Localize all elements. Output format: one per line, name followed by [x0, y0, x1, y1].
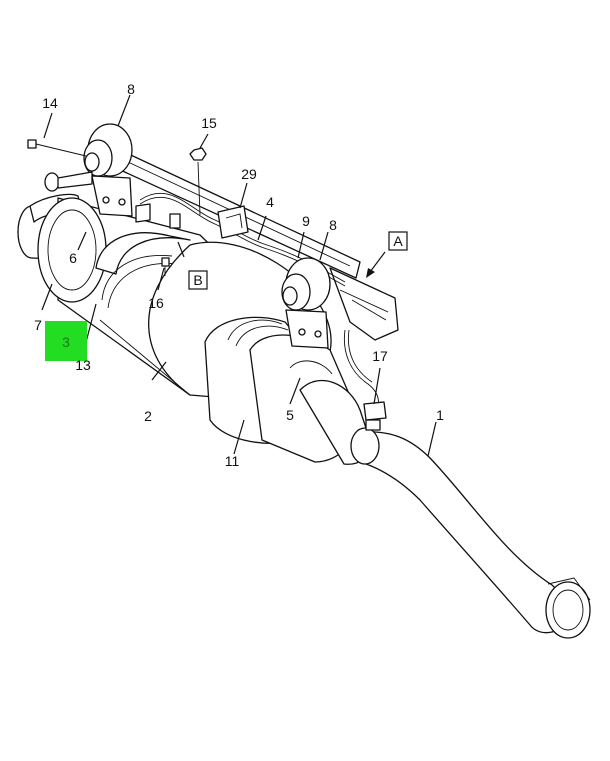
callout-8-front[interactable]: 8: [329, 217, 337, 233]
screw-16: [161, 257, 170, 276]
callout-15[interactable]: 15: [201, 115, 217, 131]
callout-16[interactable]: 16: [148, 295, 164, 311]
bolt-14: [27, 139, 87, 157]
isolator-mount-front: [281, 257, 331, 349]
callout-6[interactable]: 6: [69, 250, 77, 266]
outlet-tailpipe: [350, 427, 591, 639]
callout-11[interactable]: 11: [225, 453, 240, 469]
callout-4[interactable]: 4: [266, 194, 274, 210]
highlight-item-3[interactable]: [45, 321, 87, 361]
callout-29[interactable]: 29: [241, 166, 257, 182]
callout-5[interactable]: 5: [286, 407, 294, 423]
callout-7[interactable]: 7: [34, 317, 42, 333]
clip-29: [217, 205, 249, 239]
sensor-rear: [135, 203, 181, 229]
callout-14[interactable]: 14: [42, 95, 58, 111]
stud-hardware: [44, 171, 93, 192]
callout-labels: 1 2 3 4 5 6 7 8 8 9 11 13 14 15 16 17 29: [34, 81, 444, 469]
callout-8-rear[interactable]: 8: [127, 81, 135, 97]
view-b-box[interactable]: B: [188, 270, 208, 290]
callout-3[interactable]: 3: [62, 334, 70, 350]
nut-15: [189, 147, 207, 216]
isolator-mount-rear: [83, 123, 133, 217]
callout-17[interactable]: 17: [372, 348, 388, 364]
view-b-label: B: [193, 272, 202, 288]
view-a-box[interactable]: A: [388, 231, 408, 251]
view-a-label: A: [393, 233, 403, 249]
doc-section: [204, 316, 371, 465]
callout-9[interactable]: 9: [302, 213, 310, 229]
callout-1[interactable]: 1: [436, 407, 444, 423]
sensor-clip-17: [363, 401, 387, 431]
callout-13[interactable]: 13: [75, 357, 91, 373]
callout-2[interactable]: 2: [144, 408, 152, 424]
